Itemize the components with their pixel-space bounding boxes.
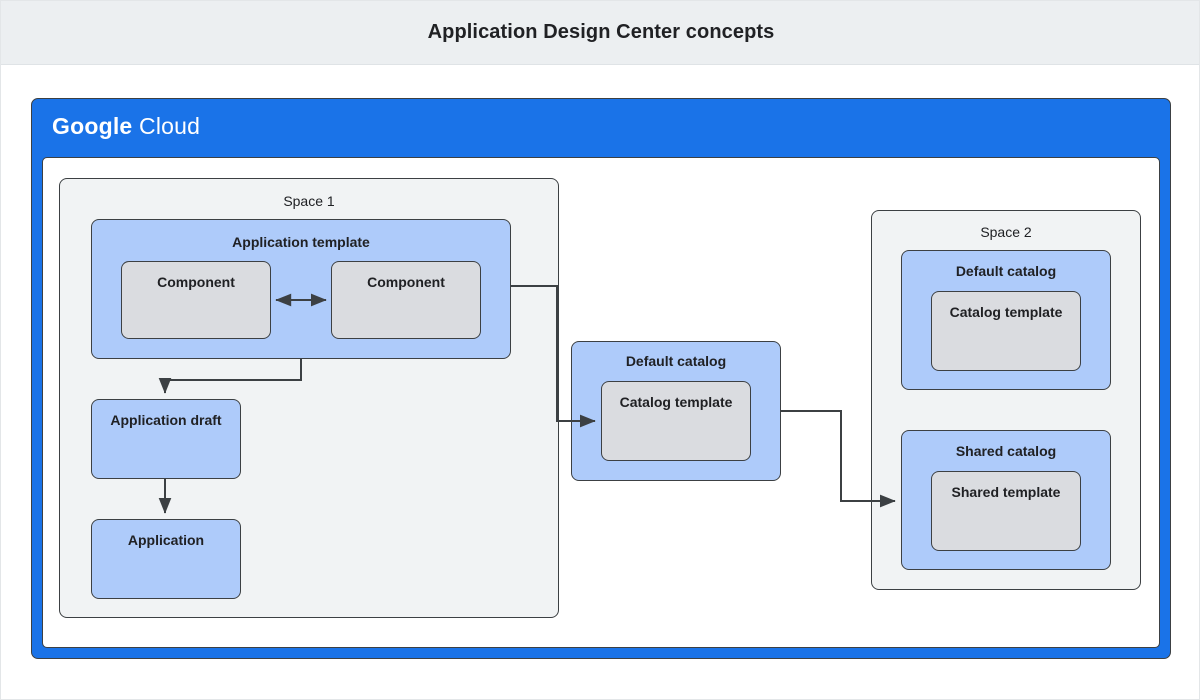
application-label: Application: [127, 532, 205, 548]
application-template-label: Application template: [232, 234, 370, 250]
component-box-1: Component: [121, 261, 271, 339]
component-2-label: Component: [367, 274, 445, 290]
catalog-template-box-space2: Catalog template: [931, 291, 1081, 371]
application-draft-label: Application draft: [110, 412, 222, 428]
space-2-label: Space 2: [980, 224, 1032, 240]
page-title: Application Design Center concepts: [427, 21, 775, 43]
default-catalog-label-space2: Default catalog: [955, 263, 1057, 279]
catalog-template-box-space1: Catalog template: [601, 381, 751, 461]
application-draft-box: Application draft: [91, 399, 241, 479]
google-cloud-logo: Google Cloud: [52, 113, 200, 140]
catalog-template-label-space2: Catalog template: [949, 304, 1063, 320]
catalog-template-label-space1: Catalog template: [619, 394, 733, 410]
space-1-label: Space 1: [283, 193, 335, 209]
application-box: Application: [91, 519, 241, 599]
logo-google-text: Google: [52, 113, 133, 139]
component-1-label: Component: [157, 274, 235, 290]
diagram-header: Application Design Center concepts: [1, 1, 1199, 65]
shared-template-box: Shared template: [931, 471, 1081, 551]
shared-template-label: Shared template: [951, 484, 1061, 500]
component-box-2: Component: [331, 261, 481, 339]
default-catalog-label-space1: Default catalog: [625, 353, 727, 369]
shared-catalog-label: Shared catalog: [955, 443, 1057, 459]
logo-cloud-text: Cloud: [132, 113, 201, 139]
